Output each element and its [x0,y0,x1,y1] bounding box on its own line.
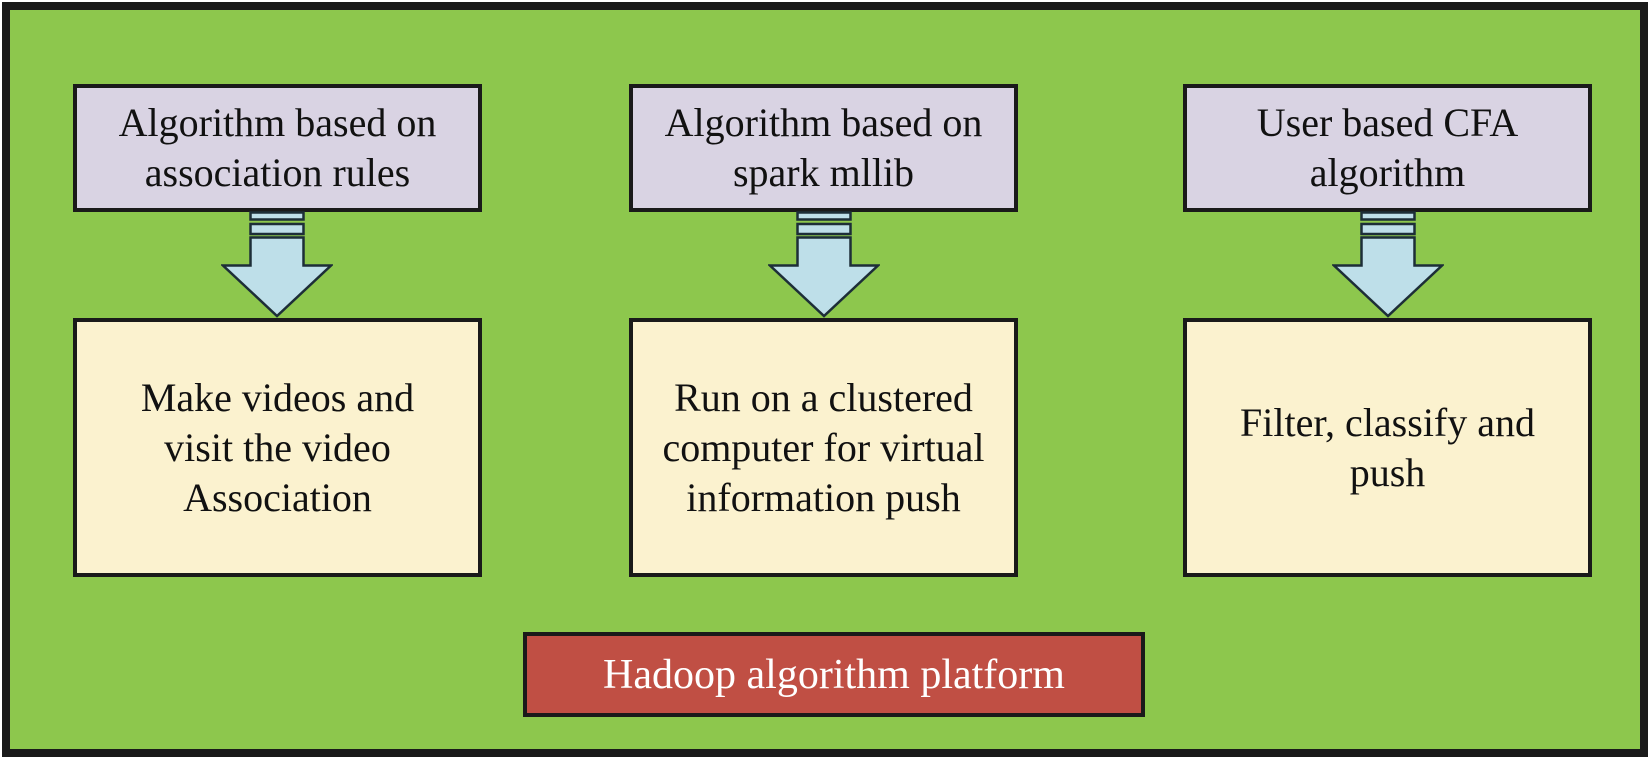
algorithm-box-text-line: spark mllib [732,150,915,195]
algorithm-box-text-line: association rules [144,150,411,195]
algorithm-box-spark-mllib: Algorithm based on spark mllib [629,84,1018,212]
striped-down-arrow-icon [221,211,333,318]
action-box-text-line: Filter, classify and [1240,399,1535,445]
action-box-filter-classify-push: Filter, classify and push [1183,318,1592,577]
striped-down-arrow-icon [768,211,880,318]
action-box-text-line: push [1349,449,1426,495]
algorithm-box-association-rules: Algorithm based on association rules [73,84,482,212]
action-box-text-line: Association [183,474,372,520]
algorithm-box-text-line: Algorithm based on [664,100,983,145]
hadoop-platform-box: Hadoop algorithm platform [523,632,1145,717]
action-box-text-line: Run on a clustered [674,374,973,420]
algorithm-box-user-cfa: User based CFA algorithm [1183,84,1592,212]
hadoop-platform-label: Hadoop algorithm platform [603,651,1065,698]
action-box-make-videos: Make videos and visit the video Associat… [73,318,482,577]
algorithm-box-text-line: User based CFA [1256,100,1519,145]
algorithm-box-text-line: algorithm [1309,150,1466,195]
action-box-text-line: visit the video [164,424,391,470]
algorithm-box-text-line: Algorithm based on [118,100,437,145]
action-box-clustered-computer: Run on a clustered computer for virtual … [629,318,1018,577]
striped-down-arrow-icon [1332,211,1444,318]
action-box-text-line: information push [686,474,961,520]
action-box-text-line: computer for virtual [662,424,985,470]
action-box-text-line: Make videos and [140,374,415,420]
